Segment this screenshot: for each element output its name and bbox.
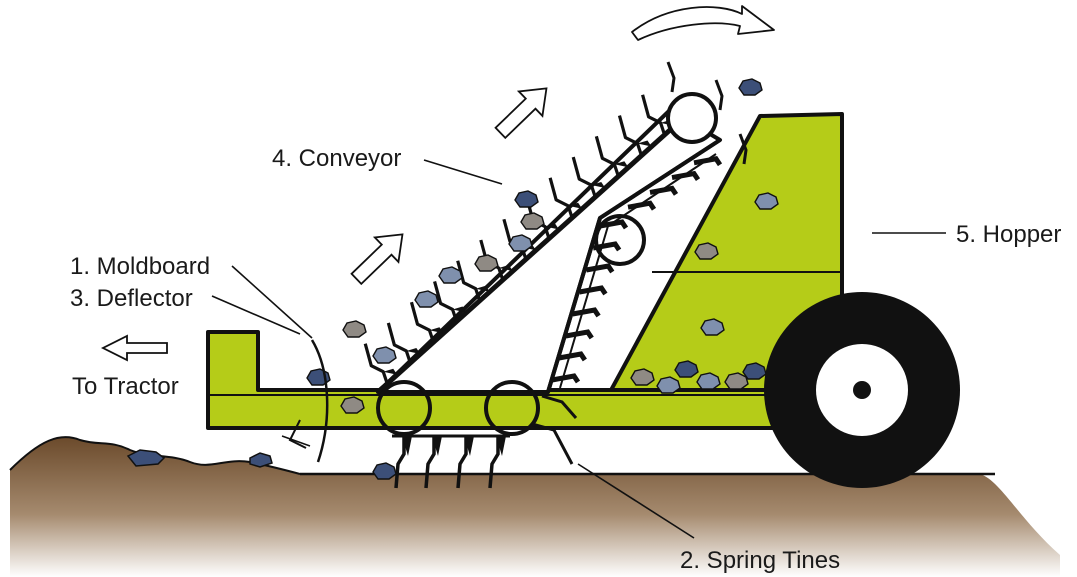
stone-icon: [521, 213, 544, 229]
conveyor-leader: [424, 160, 502, 184]
spring-tine-icon: [586, 266, 612, 272]
stone-icon: [415, 291, 438, 307]
stone-icon: [343, 321, 366, 337]
stone-icon: [250, 453, 272, 467]
spring-tines-label: 2. Spring Tines: [680, 547, 840, 574]
stone-icon: [509, 235, 532, 251]
to-tractor-arrow-icon: [103, 336, 167, 360]
conveyor-label: 4. Conveyor: [272, 145, 401, 172]
moldboard-leader: [232, 266, 312, 338]
spring-tine-icon: [650, 188, 676, 194]
spring-tine-icon: [411, 302, 433, 342]
spring-tine-icon: [550, 178, 572, 218]
spring-tine-icon: [628, 203, 654, 209]
spring-tine-icon: [668, 62, 674, 92]
spring-tine-icon: [559, 354, 585, 360]
spring-tine-icon: [552, 376, 578, 382]
hopper-label: 5. Hopper: [956, 221, 1061, 248]
stone-icon: [739, 79, 762, 95]
wheel-icon: [764, 292, 960, 488]
stone-icon: [373, 463, 396, 479]
hollow-arrow-icon: [345, 222, 415, 291]
spring-tine-icon: [694, 159, 720, 165]
top-pulley: [668, 94, 716, 142]
to-tractor-label: To Tractor: [72, 373, 179, 400]
stone-icon: [515, 191, 538, 207]
curved-arrow-icon: [632, 6, 774, 40]
spring-tine-icon: [579, 288, 605, 294]
hollow-arrow-icon: [489, 76, 559, 145]
deflector-label: 3. Deflector: [70, 285, 193, 312]
spring-tine-icon: [566, 332, 592, 338]
moldboard-label: 1. Moldboard: [70, 253, 210, 280]
spring-tine-icon: [672, 174, 698, 180]
spring-tine-icon: [716, 80, 722, 110]
stone-icon: [475, 255, 498, 271]
spring-tine-icon: [573, 310, 599, 316]
stone-icon: [373, 347, 396, 363]
